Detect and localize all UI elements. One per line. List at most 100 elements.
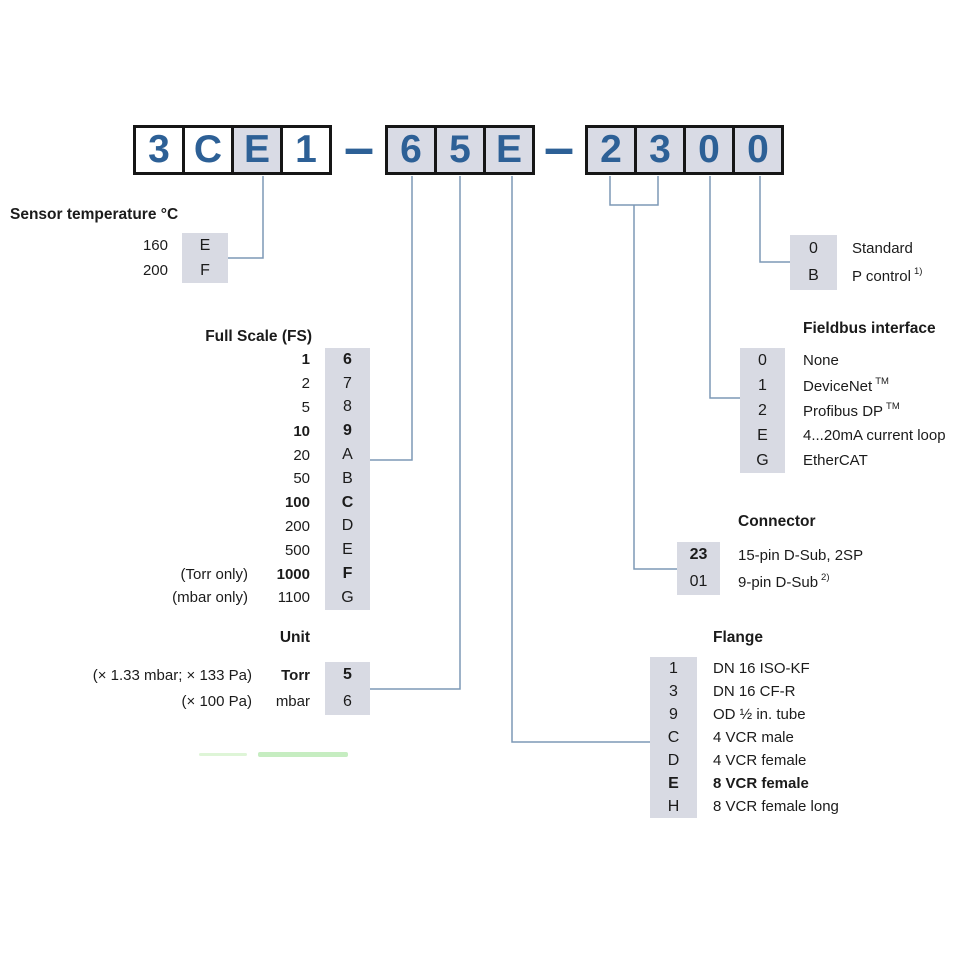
- part-code-char: C: [182, 125, 234, 175]
- fieldbus-title: Fieldbus interface: [803, 320, 936, 337]
- row-value: 2: [301, 375, 310, 393]
- row-value: 50: [293, 470, 310, 488]
- row-label-text: None: [803, 352, 839, 369]
- unit-table: (× 1.33 mbar; × 133 Pa) Torr 5 (× 100 Pa…: [58, 662, 370, 715]
- row-label: Standard: [852, 240, 913, 257]
- row-label: EtherCAT: [803, 452, 868, 469]
- row-value: 10: [293, 422, 310, 440]
- part-code-char: 0: [683, 125, 735, 175]
- row-label-superscript: 1): [913, 266, 923, 278]
- row-code: 5: [325, 662, 370, 689]
- row-code: E: [182, 233, 228, 258]
- connector-title: Connector: [738, 513, 816, 530]
- table-row: 200 D: [100, 514, 370, 539]
- full-scale-table: 1 6 2 7 5 8 10 9 20 A 50 B: [100, 348, 370, 610]
- row-code: 7: [325, 371, 370, 396]
- row-note: (mbar only): [172, 589, 248, 607]
- table-row: 9 OD ½ in. tube: [650, 703, 839, 726]
- scan-artifact: [199, 753, 247, 756]
- table-row: (× 100 Pa) mbar 6: [58, 688, 370, 715]
- unit-title: Unit: [279, 629, 310, 646]
- row-code: E: [325, 538, 370, 563]
- row-code: B: [325, 466, 370, 491]
- row-code: 9: [325, 419, 370, 444]
- row-code: C: [325, 490, 370, 515]
- table-row: 0 Standard: [790, 235, 922, 263]
- sensor-temperature-title: Sensor temperature °C: [10, 206, 179, 223]
- part-code-char: 6: [385, 125, 437, 175]
- row-label-text: EtherCAT: [803, 452, 868, 469]
- part-code-char: 2: [585, 125, 637, 175]
- row-label-text: Standard: [852, 240, 913, 258]
- row-code: E: [740, 423, 785, 448]
- row-label: 4 VCR male: [713, 729, 794, 746]
- row-note: (× 100 Pa): [181, 693, 252, 711]
- row-label-text: 4...20mA current loop: [803, 427, 946, 444]
- part-code-char: 1: [280, 125, 332, 175]
- table-row: 20 A: [100, 443, 370, 467]
- row-label: DN 16 CF-R: [713, 683, 796, 700]
- table-row: E 4...20mA current loop: [740, 423, 946, 448]
- row-code: 01: [677, 568, 720, 595]
- row-value: 1: [301, 351, 310, 369]
- row-label: DN 16 ISO-KF: [713, 660, 810, 677]
- table-row: 50 B: [100, 466, 370, 491]
- row-code: 0: [740, 348, 785, 373]
- row-code: F: [182, 258, 228, 283]
- full-scale-title: Full Scale (FS): [205, 328, 312, 345]
- row-label-superscript: TM: [886, 400, 900, 412]
- table-row: 160 E: [98, 233, 228, 258]
- row-code: C: [650, 726, 697, 749]
- part-code-separator: –: [343, 118, 375, 178]
- row-value: 1000: [276, 565, 310, 583]
- row-code: 0: [790, 235, 837, 263]
- row-value: 200: [142, 262, 168, 279]
- table-row: (mbar only) 1100 G: [100, 585, 370, 610]
- row-label-superscript: TM: [875, 375, 889, 387]
- part-code-separator: –: [543, 118, 575, 178]
- row-label: 8 VCR female: [713, 775, 809, 792]
- row-label: 4 VCR female: [713, 752, 807, 769]
- part-code-char: 3: [133, 125, 185, 175]
- row-code: 6: [325, 348, 370, 372]
- row-value: 1100: [277, 589, 310, 607]
- row-code: A: [325, 443, 370, 467]
- row-value: mbar: [275, 693, 310, 711]
- table-row: G EtherCAT: [740, 448, 946, 473]
- part-code-group-3: 2 3 0 0: [585, 125, 784, 175]
- table-row: 1 DN 16 ISO-KF: [650, 657, 839, 680]
- table-row: 2 7: [100, 371, 370, 396]
- row-label-text: 15-pin D-Sub, 2SP: [738, 546, 864, 564]
- row-value: 160: [142, 237, 168, 254]
- row-code: E: [650, 772, 697, 795]
- row-code: G: [325, 585, 370, 610]
- part-code-char: 5: [434, 125, 486, 175]
- row-label-text: 9-pin D-Sub: [738, 573, 819, 591]
- part-code-char: E: [483, 125, 535, 175]
- table-row: 3 DN 16 CF-R: [650, 680, 839, 703]
- row-code: B: [790, 262, 837, 290]
- row-code: D: [325, 514, 370, 539]
- row-value: 20: [293, 446, 310, 464]
- row-code: 8: [325, 395, 370, 420]
- sensor-temperature-table: 160 E 200 F: [98, 233, 228, 283]
- table-row: 23 15-pin D-Sub, 2SP: [677, 542, 863, 569]
- table-row: 100 C: [100, 490, 370, 515]
- row-code: 3: [650, 680, 697, 703]
- table-row: C 4 VCR male: [650, 726, 839, 749]
- row-label-text: Profibus DP: [803, 402, 884, 420]
- row-label-text: P control: [852, 268, 911, 286]
- row-code: 9: [650, 703, 697, 726]
- flange-table: 1 DN 16 ISO-KF 3 DN 16 CF-R 9 OD ½ in. t…: [650, 657, 839, 818]
- row-code: 1: [650, 657, 697, 680]
- row-code: G: [740, 448, 785, 473]
